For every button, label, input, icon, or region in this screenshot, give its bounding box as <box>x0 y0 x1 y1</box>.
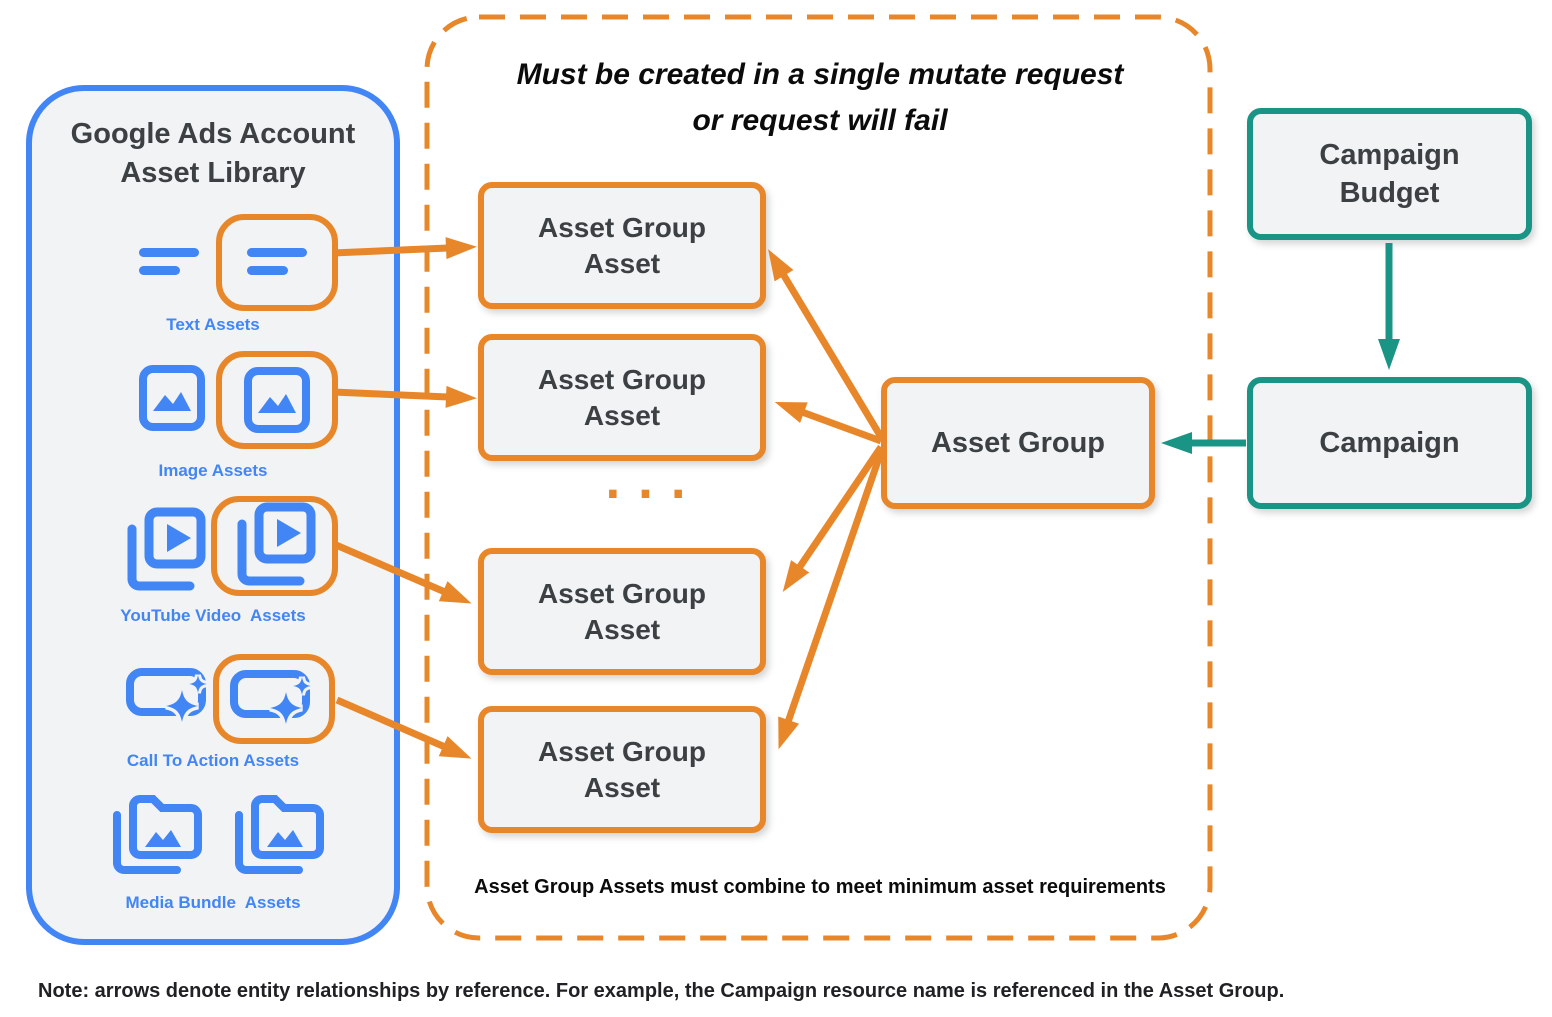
asset-library-panel: Google Ads Account Asset Library Text As… <box>26 85 400 945</box>
image-asset-icon <box>244 367 310 433</box>
campaign-label: Campaign <box>1319 426 1460 459</box>
image-asset-selected-frame <box>216 351 338 449</box>
media-bundle-assets-label: Media Bundle Assets <box>125 893 301 912</box>
youtube-video-assets-label: YouTube Video Assets <box>120 606 306 625</box>
call-to-action-asset-selected-frame <box>213 654 335 744</box>
asset-group-label: Asset Group <box>930 426 1106 459</box>
asset-group-asset-box-3: Asset Group Asset <box>478 548 766 675</box>
asset-library-title-line1: Google Ads Account <box>70 118 356 150</box>
asset-group-asset-box-1: Asset Group Asset <box>478 182 766 309</box>
youtube-video-asset-selected-frame <box>211 496 338 596</box>
image-assets-label: Image Assets <box>158 461 268 480</box>
text-asset-icon <box>247 247 307 275</box>
arrow-asset-group-to-box1 <box>768 249 884 439</box>
call-to-action-asset-icon <box>230 670 312 725</box>
asset-group-asset-box-4: Asset Group Asset <box>478 706 766 833</box>
media-bundle-asset-icon <box>235 795 324 874</box>
asset-group-asset-label: Asset Group Asset <box>537 735 707 803</box>
campaign-budget-label-line1: Campaign <box>1319 139 1460 171</box>
mutate-request-title: Must be created in a single mutate reque… <box>445 52 1195 144</box>
youtube-video-asset-icon <box>127 507 206 591</box>
campaign-budget-label-line2: Budget <box>1339 177 1440 209</box>
media-bundle-asset-icon <box>113 795 202 874</box>
youtube-video-asset-icon <box>237 502 315 586</box>
asset-group-box: Asset Group <box>881 377 1155 509</box>
image-asset-icon <box>139 365 205 431</box>
asset-library-title-line2: Asset Library <box>120 157 306 189</box>
call-to-action-assets-label: Call To Action Assets <box>126 751 300 770</box>
arrow-asset-group-to-box2 <box>774 402 883 445</box>
text-asset-selected-frame <box>216 214 338 311</box>
mutate-request-title-line1: Must be created in a single mutate reque… <box>516 58 1124 91</box>
arrow-asset-group-to-box4 <box>778 450 885 750</box>
more-assets-ellipsis: ... <box>598 455 698 509</box>
asset-group-asset-box-2: Asset Group Asset <box>478 334 766 461</box>
asset-group-asset-label: Asset Group Asset <box>537 577 707 645</box>
text-asset-icon <box>139 248 199 275</box>
call-to-action-asset-icon <box>126 668 208 723</box>
minimum-requirements-footnote: Asset Group Assets must combine to meet … <box>474 876 1166 898</box>
asset-library-title: Google Ads Account Asset Library <box>32 115 394 193</box>
asset-group-asset-label: Asset Group Asset <box>537 363 707 431</box>
asset-group-asset-label: Asset Group Asset <box>537 211 707 279</box>
text-assets-label: Text Assets <box>166 315 260 334</box>
arrow-asset-group-to-box3 <box>782 445 884 593</box>
campaign-budget-box: Campaign Budget <box>1247 108 1532 240</box>
mutate-request-title-line2: or request will fail <box>692 104 948 137</box>
reference-note: Note: arrows denote entity relationships… <box>38 980 1285 1002</box>
campaign-box: Campaign <box>1247 377 1532 509</box>
